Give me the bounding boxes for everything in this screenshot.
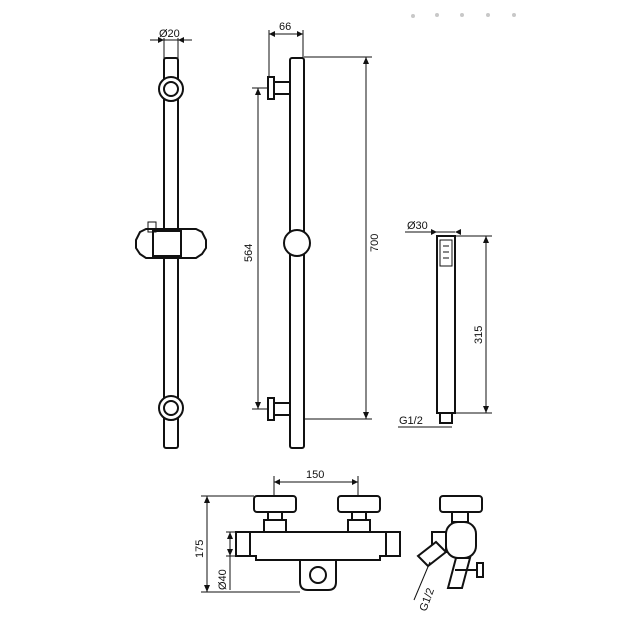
handshower-length-label: 315 (473, 326, 485, 344)
slider-clamp (152, 230, 182, 257)
arrow (255, 88, 261, 95)
arrow (227, 532, 233, 539)
side-outlet (416, 540, 448, 568)
arrow (363, 57, 369, 64)
left-handle-stem (267, 511, 283, 521)
leader-outlet-thread (413, 561, 431, 601)
bottom-bracket-inner (163, 400, 179, 416)
arrow (352, 479, 358, 485)
arrow (431, 229, 437, 235)
bracket-depth-label: 66 (279, 21, 291, 33)
left-connector (235, 531, 251, 557)
bracket-spacing-label: 564 (243, 244, 255, 262)
slider-knob (147, 221, 157, 233)
handshower-thread-label: G1/2 (399, 415, 423, 427)
mixer-body (235, 531, 401, 561)
right-handle (337, 495, 381, 513)
right-nut (347, 519, 371, 533)
arrow (297, 31, 303, 37)
arrow (363, 412, 369, 419)
arrow (455, 229, 461, 235)
arrow (178, 37, 184, 43)
left-handle (253, 495, 297, 513)
arrow (204, 496, 210, 503)
arrow (204, 585, 210, 592)
slider-knob-side (283, 229, 311, 257)
side-diverter-knob (476, 562, 484, 578)
arrow (269, 31, 275, 37)
rail-length-label: 700 (369, 234, 381, 252)
side-handle (439, 495, 483, 513)
rail-diameter-label: Ø20 (159, 28, 180, 40)
side-body (445, 521, 477, 559)
handshower-diameter-label: Ø30 (407, 220, 428, 232)
spray-face (439, 239, 453, 267)
bottom-bracket-arm (273, 402, 291, 416)
top-bracket-arm (273, 81, 291, 95)
mixer-body-diameter-label: Ø40 (217, 569, 229, 590)
mixer-side-view: G1/2 (413, 495, 484, 614)
top-bracket-ring (158, 76, 184, 102)
side-handle-stem (451, 511, 469, 523)
mixer-front-view: 150 175 Ø40 (194, 469, 401, 593)
spout-diverter (309, 566, 327, 584)
arrow (227, 549, 233, 556)
scan-smudges (411, 13, 516, 18)
side-spout (446, 557, 472, 589)
arrow (483, 236, 489, 243)
arrow (255, 402, 261, 409)
right-connector (385, 531, 401, 557)
top-bracket-inner (163, 81, 179, 97)
outlet-thread-label: G1/2 (418, 587, 437, 614)
handshower-thread (439, 412, 453, 424)
rail-side-view: 66 564 700 (243, 21, 381, 449)
arrow (158, 37, 164, 43)
mixer-height-label: 175 (194, 540, 206, 558)
arrow (274, 479, 280, 485)
mixer-centres-label: 150 (306, 469, 324, 481)
left-nut (263, 519, 287, 533)
arrow (483, 406, 489, 413)
rail-front-view: Ø20 (135, 28, 207, 449)
bottom-bracket-ring (158, 395, 184, 421)
hand-shower: Ø30 315 G1/2 (398, 220, 492, 428)
right-handle-stem (351, 511, 367, 521)
